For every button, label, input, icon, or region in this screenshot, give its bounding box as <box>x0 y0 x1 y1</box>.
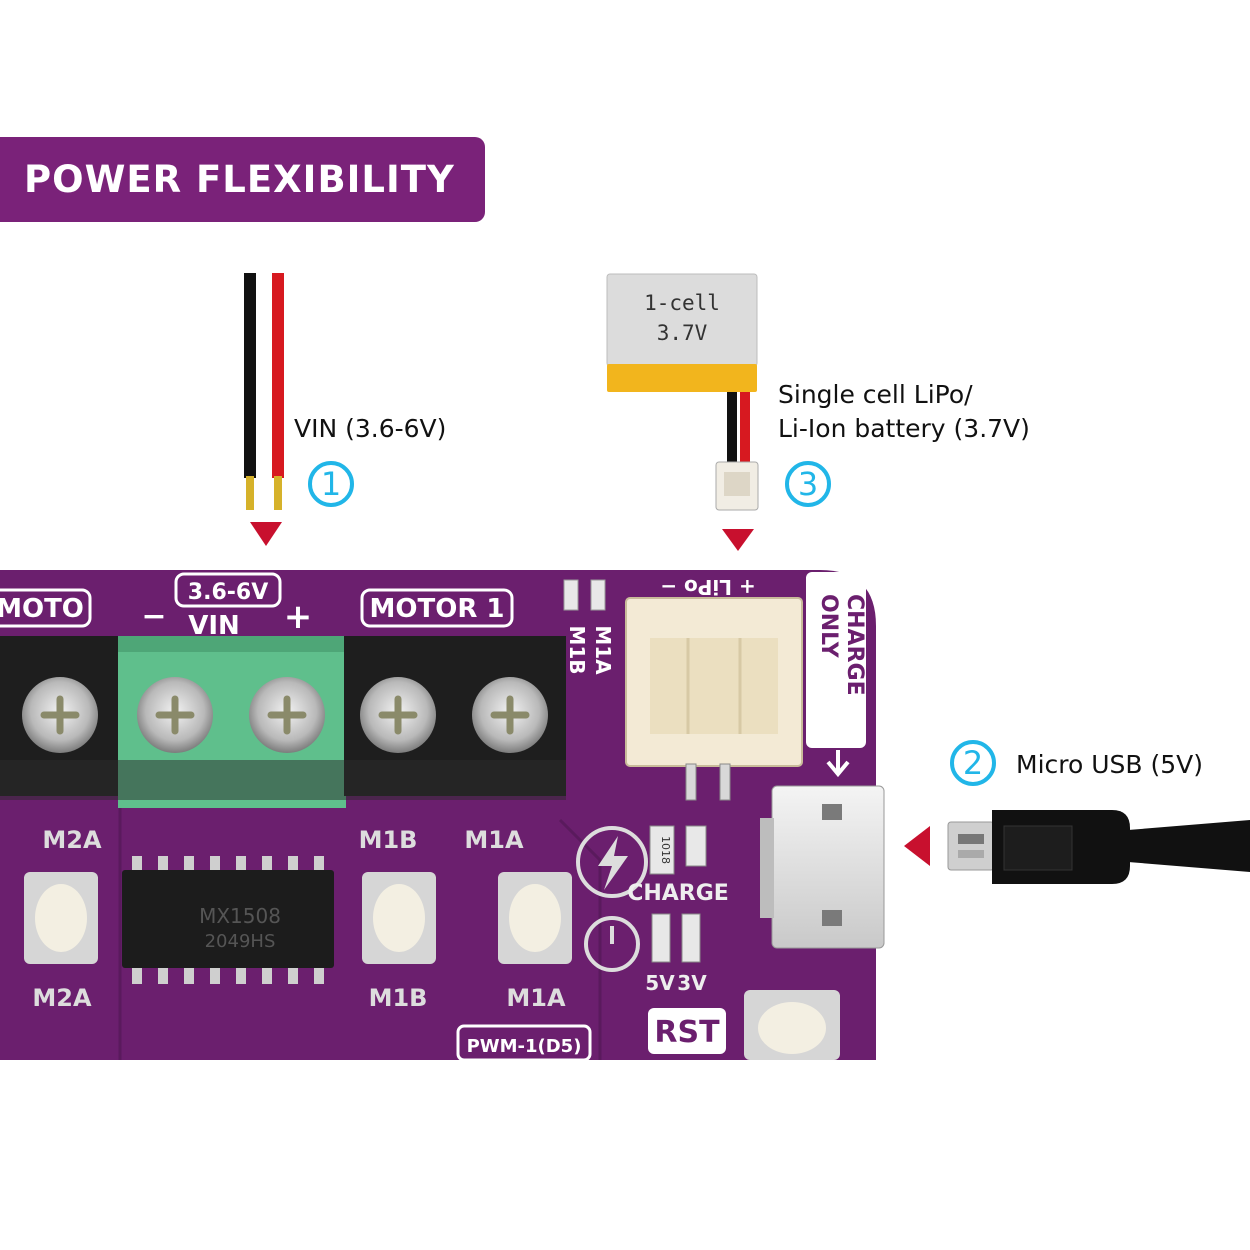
micro-usb-cable <box>947 810 1250 884</box>
battery-callout-line2: Li-Ion battery (3.7V) <box>778 414 1030 443</box>
charge-only-line2: ONLY <box>816 594 841 659</box>
pwm-label: PWM-1(D5) <box>467 1036 582 1057</box>
rst-label: RST <box>654 1015 720 1050</box>
battery-pack-label: 1-cell 3.7V <box>607 288 757 348</box>
vin-arrow <box>250 522 282 546</box>
push-buttons <box>24 872 840 1060</box>
led-m1b <box>590 579 606 611</box>
charge-label: CHARGE <box>627 881 729 906</box>
terminal-screws <box>22 677 548 753</box>
battery-pack <box>606 273 759 511</box>
motor1-label: MOTOR 1 <box>370 594 505 624</box>
chip-line1: MX1508 <box>199 904 281 928</box>
battery-callout-line1: Single cell LiPo/ <box>778 380 973 409</box>
charge-bolt-icon <box>576 826 648 898</box>
vin-wires <box>244 273 284 510</box>
usb-callout-number: 2 <box>950 740 996 786</box>
chip-line2: 2049HS <box>205 931 276 952</box>
red-wire-tip <box>274 476 282 510</box>
led-5v <box>651 913 671 963</box>
led-m1b-label: M1B <box>565 625 589 674</box>
motor-driver-chip: MX1508 2049HS <box>122 856 334 984</box>
usb-callout-label: Micro USB (5V) <box>1016 750 1204 779</box>
m1a-bottom-label: M1A <box>506 984 566 1012</box>
led-3v <box>681 913 701 963</box>
lipo-label: + LiPo − <box>660 575 755 599</box>
m1a-top-label: M1A <box>464 826 524 854</box>
motor2-label: MOTO <box>0 594 84 624</box>
resistor-label: 1018 <box>659 836 672 864</box>
v5-label: 5V <box>645 971 675 995</box>
battery-arrow <box>722 529 754 551</box>
plus-label: + <box>284 597 313 637</box>
lipo-connector <box>625 597 803 801</box>
m2a-bottom-label: M2A <box>32 984 92 1012</box>
battery-callout-number: 3 <box>785 461 831 507</box>
terminal-blocks <box>0 636 566 808</box>
vin-callout-number: 1 <box>308 461 354 507</box>
v3-label: 3V <box>677 971 707 995</box>
minus-label: − <box>141 599 166 634</box>
title-banner: POWER FLEXIBILITY <box>0 137 485 222</box>
black-wire <box>244 273 256 478</box>
charge-only-line1: CHARGE <box>842 594 867 696</box>
usb-arrow <box>904 826 930 866</box>
vin-callout-label: VIN (3.6-6V) <box>294 414 447 443</box>
m1b-bottom-label: M1B <box>369 984 428 1012</box>
power-icon <box>584 916 640 972</box>
resistor <box>649 825 675 875</box>
battery-pack-line1: 1-cell <box>644 291 720 315</box>
m1b-top-label: M1B <box>359 826 418 854</box>
m2a-top-label: M2A <box>42 826 102 854</box>
black-wire-tip <box>246 476 254 510</box>
led-m1a-label: M1A <box>591 625 615 675</box>
banner-title: POWER FLEXIBILITY <box>24 158 455 201</box>
micro-usb-port <box>760 785 885 949</box>
red-wire <box>272 273 284 478</box>
vin-range-label: 3.6-6V <box>188 580 268 605</box>
led-m1a <box>563 579 579 611</box>
battery-pack-line2: 3.7V <box>656 321 708 345</box>
